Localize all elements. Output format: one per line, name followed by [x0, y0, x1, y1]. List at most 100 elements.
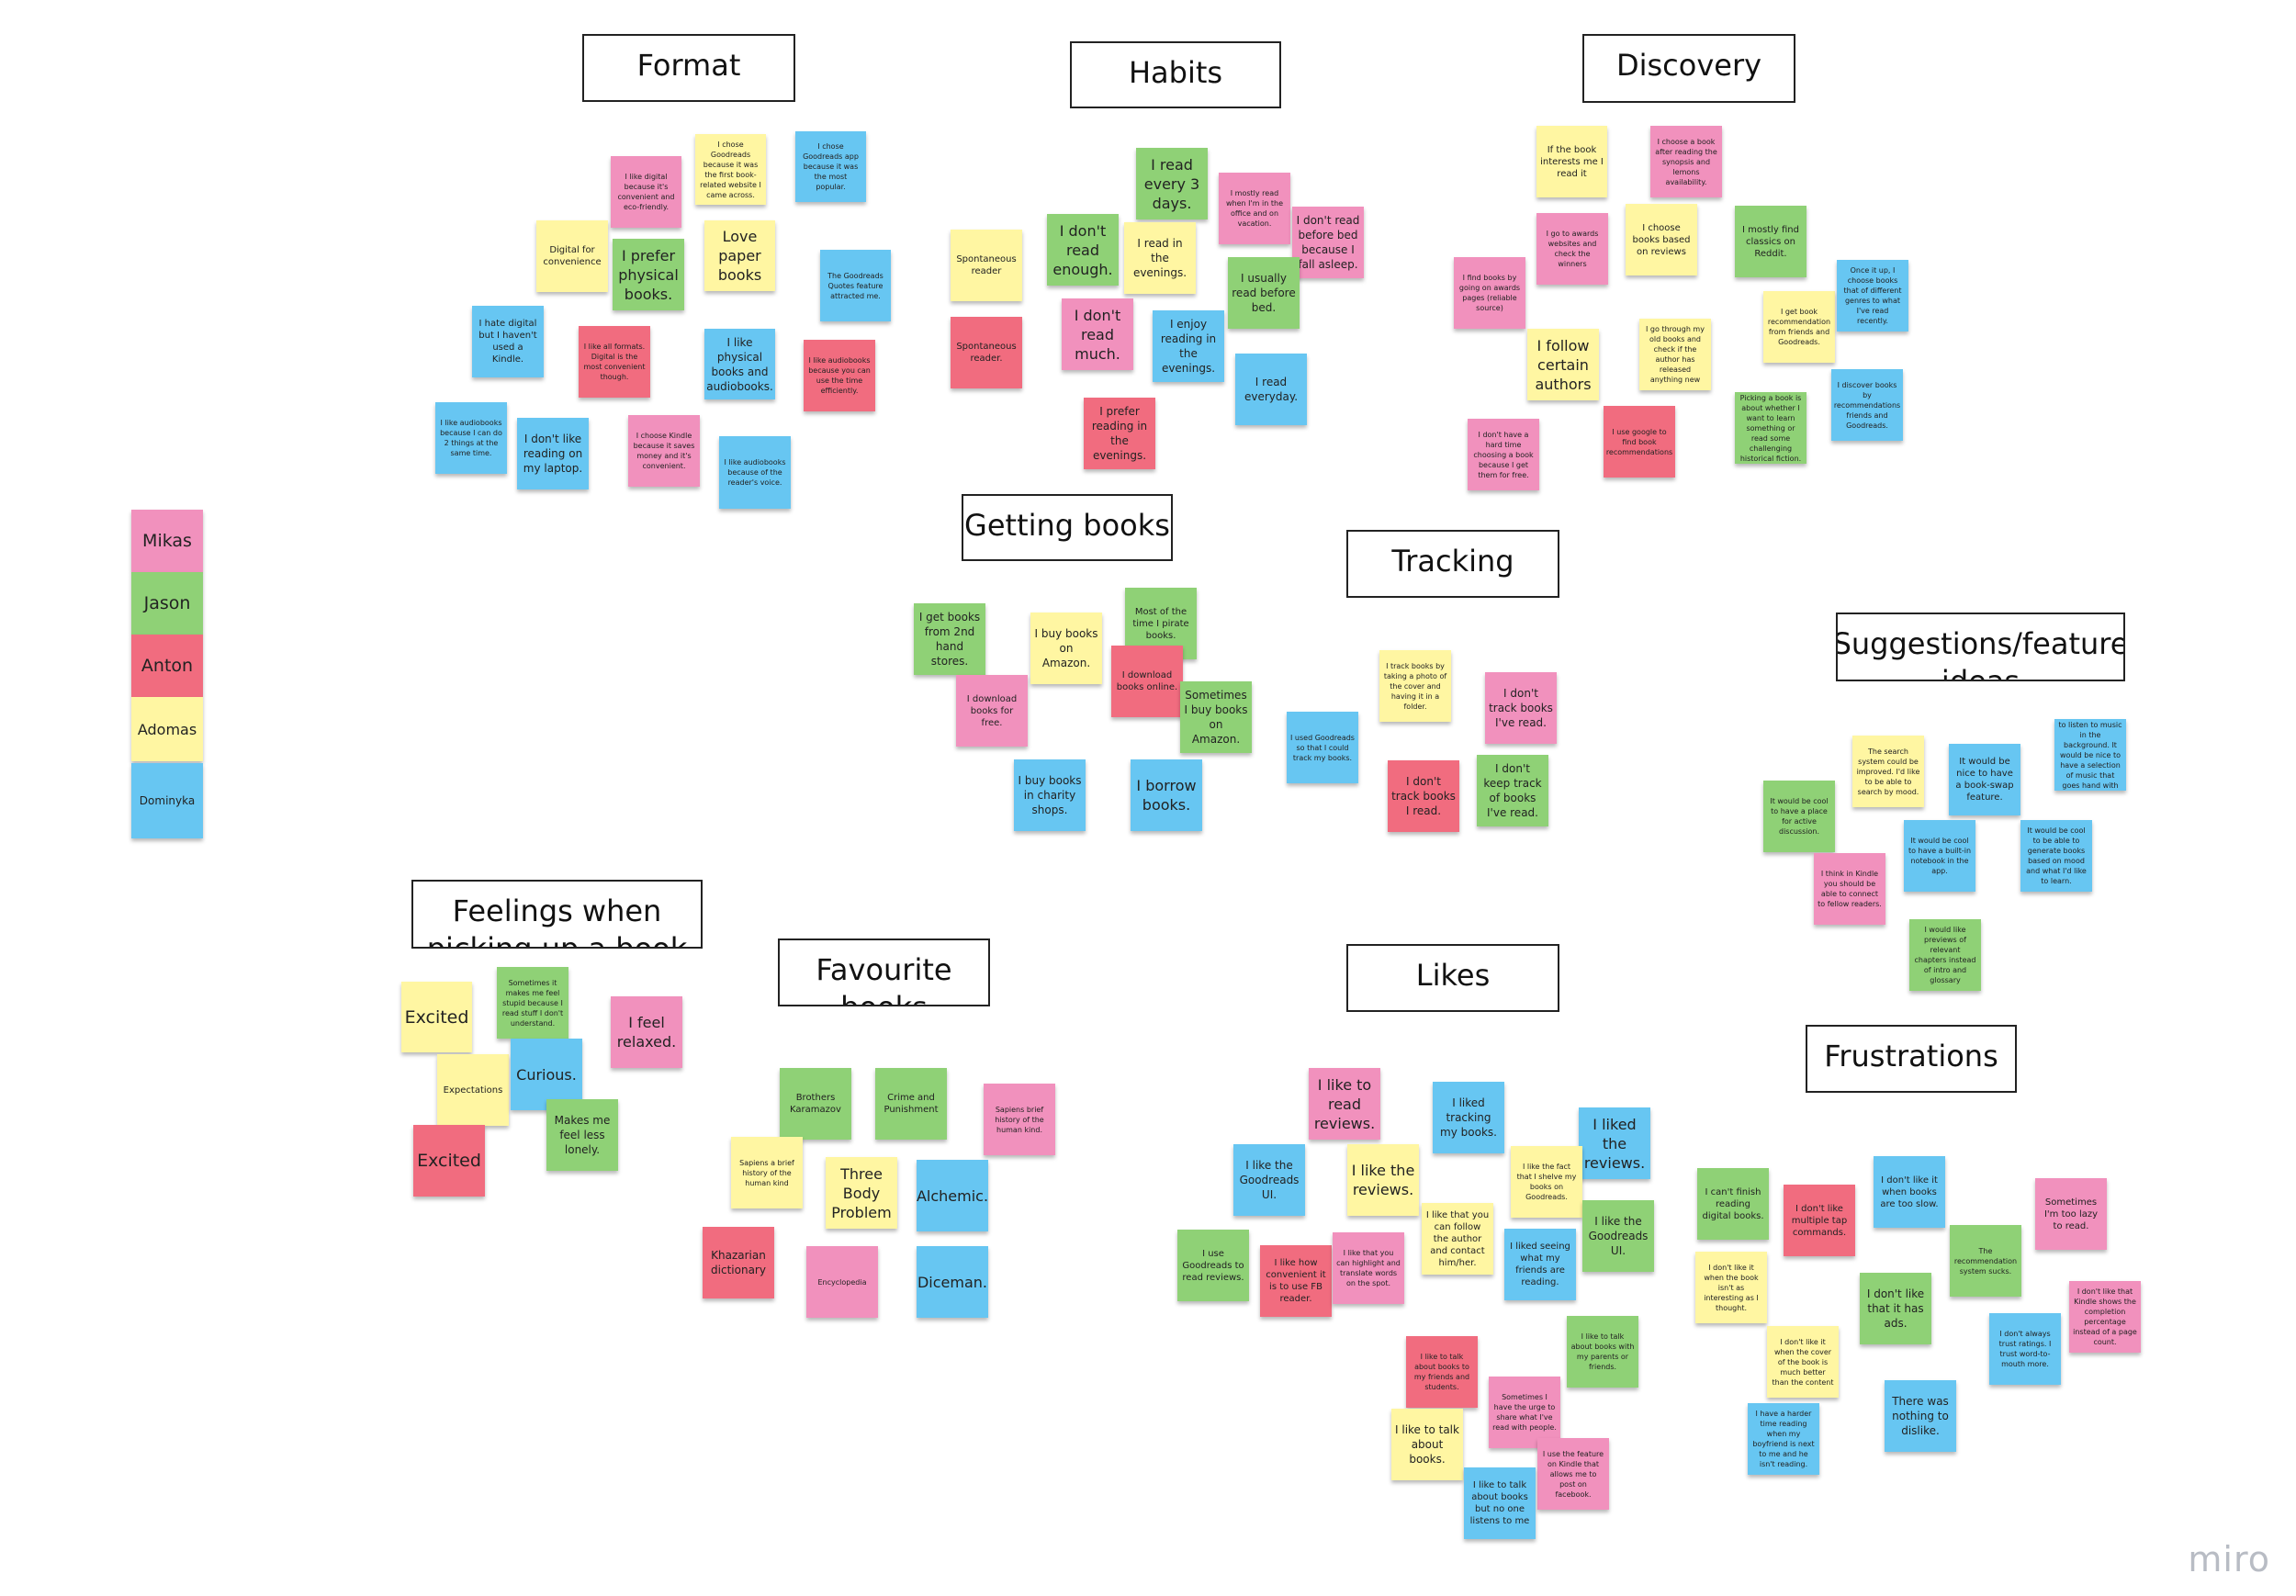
frame-feelings[interactable]: Feelings when picking up a book [411, 880, 703, 949]
sticky-note[interactable]: I have a harder time reading when my boy… [1748, 1403, 1819, 1475]
sticky-note[interactable]: I like digital because it's convenient a… [611, 156, 681, 228]
sticky-note[interactable]: I like how convenient it is to use FB re… [1260, 1245, 1332, 1317]
sticky-note[interactable]: I like to talk about books with my paren… [1567, 1316, 1638, 1388]
sticky-note[interactable]: I follow certain authors [1527, 329, 1599, 400]
sticky-note[interactable]: I don't like multiple tap commands. [1784, 1185, 1855, 1256]
sticky-note[interactable]: I choose a book after reading the synops… [1650, 126, 1722, 197]
sticky-note[interactable]: I like that you can follow the author an… [1422, 1203, 1493, 1275]
sticky-note[interactable]: I mostly read when I'm in the office and… [1219, 173, 1290, 244]
sticky-note[interactable]: I like to talk about books to my friends… [1406, 1336, 1478, 1408]
sticky-note[interactable]: I don't like that it has ads. [1860, 1273, 1931, 1344]
sticky-note[interactable]: I don't keep track of books I've read. [1477, 755, 1548, 826]
sticky-note[interactable]: I prefer physical books. [613, 239, 684, 310]
sticky-note[interactable]: I like the fact that I shelve my books o… [1511, 1146, 1582, 1218]
sticky-note[interactable]: I get book recommendation from friends a… [1763, 291, 1835, 363]
frame-getting-books[interactable]: Getting books [962, 494, 1173, 561]
sticky-note[interactable]: I like the Goodreads UI. [1233, 1144, 1305, 1216]
sticky-note[interactable]: I use google to find book recommendation… [1604, 406, 1675, 478]
frame-tracking[interactable]: Tracking [1346, 530, 1559, 598]
sticky-note[interactable]: Alchemic. [917, 1160, 988, 1231]
sticky-note[interactable]: Picking a book is about whether I want t… [1735, 392, 1806, 464]
sticky-note[interactable]: Once it up, I choose books that of diffe… [1837, 260, 1908, 332]
sticky-note[interactable]: I like audiobooks because of the reader'… [719, 436, 791, 509]
sticky-note[interactable]: I like all formats. Digital is the most … [579, 326, 650, 398]
sticky-note[interactable]: I like to read reviews. [1309, 1068, 1380, 1140]
sticky-note[interactable]: Sapiens brief history of the human kind. [984, 1084, 1055, 1155]
sticky-note[interactable]: I chose Goodreads app because it was the… [795, 131, 866, 202]
sticky-note[interactable]: Brothers Karamazov [780, 1068, 851, 1140]
sticky-note[interactable]: I get books from 2nd hand stores. [914, 603, 985, 675]
sticky-note[interactable]: I enjoy reading in the evenings. [1153, 310, 1224, 382]
sticky-note[interactable]: I go through my old books and check if t… [1639, 319, 1711, 390]
sticky-note[interactable]: Excited [413, 1125, 485, 1197]
sticky-note[interactable]: I read every 3 days. [1136, 148, 1208, 219]
sticky-note[interactable]: Digital for convenience [536, 220, 608, 292]
legend-dominyka[interactable]: Dominyka [131, 763, 203, 838]
sticky-note[interactable]: Spontaneous reader. [951, 317, 1022, 388]
sticky-note[interactable]: I like audiobooks because I can do 2 thi… [435, 402, 507, 474]
sticky-note[interactable]: I like to talk about books. [1391, 1409, 1463, 1480]
frame-likes[interactable]: Likes [1346, 944, 1559, 1012]
sticky-note[interactable]: I don't read much. [1062, 298, 1133, 370]
frame-discovery[interactable]: Discovery [1582, 34, 1795, 103]
sticky-note[interactable]: I hate digital but I haven't used a Kind… [472, 306, 544, 377]
sticky-note[interactable]: I don't have a hard time choosing a book… [1468, 419, 1539, 490]
legend-anton[interactable]: Anton [131, 635, 203, 697]
sticky-note[interactable]: I use the feature on Kindle that allows … [1537, 1438, 1609, 1510]
sticky-note[interactable]: It would be nice to have a book-swap fea… [1949, 744, 2020, 815]
sticky-note[interactable]: I choose books based on reviews [1626, 204, 1697, 275]
sticky-note[interactable]: I discover books by recommendations frie… [1831, 369, 1903, 441]
legend-jason[interactable]: Jason [131, 572, 203, 635]
sticky-note[interactable]: I download books online. [1111, 646, 1183, 717]
frame-suggestions[interactable]: Suggestions/feature ideas [1836, 613, 2125, 681]
sticky-note[interactable]: Some people like to listen to music in t… [2054, 719, 2126, 791]
sticky-note[interactable]: It would be cool to have a place for act… [1763, 781, 1835, 852]
sticky-note[interactable]: I usually read before bed. [1228, 257, 1300, 329]
frame-format[interactable]: Format [582, 34, 795, 102]
sticky-note[interactable]: I chose Goodreads because it was the fir… [695, 134, 766, 205]
sticky-note[interactable]: If the book interests me I read it [1536, 126, 1607, 197]
sticky-note[interactable]: I think in Kindle you should be able to … [1814, 853, 1885, 925]
sticky-note[interactable]: I don't read before bed because I fall a… [1292, 207, 1364, 278]
sticky-note[interactable]: I can't finish reading digital books. [1697, 1168, 1769, 1240]
frame-favourite-books[interactable]: Favourite books [778, 938, 990, 1006]
sticky-note[interactable]: The recommendation system sucks. [1950, 1225, 2021, 1297]
sticky-note[interactable]: Makes me feel less lonely. [546, 1099, 618, 1171]
sticky-note[interactable]: I don't track books I've read. [1485, 672, 1557, 744]
sticky-note[interactable]: I don't like it when the cover of the bo… [1767, 1326, 1839, 1398]
sticky-note[interactable]: I feel relaxed. [611, 996, 682, 1068]
sticky-note[interactable]: I liked seeing what my friends are readi… [1504, 1229, 1576, 1300]
sticky-note[interactable]: Sometimes it makes me feel stupid becaus… [497, 967, 568, 1039]
sticky-note[interactable]: I download books for free. [956, 675, 1028, 747]
sticky-note[interactable]: Sometimes I have the urge to share what … [1489, 1377, 1560, 1448]
sticky-note[interactable]: I buy books on Amazon. [1030, 613, 1102, 684]
legend-mikas[interactable]: Mikas [131, 510, 203, 572]
sticky-note[interactable]: I like physical books and audiobooks. [704, 329, 775, 399]
sticky-note[interactable]: Sometimes I'm too lazy to read. [2035, 1178, 2107, 1250]
sticky-note[interactable]: I don't always trust ratings. I trust wo… [1989, 1313, 2061, 1385]
sticky-note[interactable]: The search system could be improved. I'd… [1852, 736, 1924, 807]
sticky-note[interactable]: It would be cool to be able to generate … [2020, 820, 2092, 892]
sticky-note[interactable]: I find books by going on awards pages (r… [1454, 257, 1525, 329]
sticky-note[interactable]: I don't track books I read. [1388, 760, 1459, 832]
sticky-note[interactable]: Excited [401, 982, 472, 1052]
sticky-note[interactable]: I don't read enough. [1047, 214, 1119, 286]
sticky-note[interactable]: I track books by taking a photo of the c… [1379, 650, 1451, 722]
sticky-note[interactable]: Spontaneous reader [951, 230, 1022, 301]
sticky-note[interactable]: Khazarian dictionary [703, 1227, 774, 1298]
sticky-note[interactable]: I read everyday. [1235, 354, 1307, 425]
sticky-note[interactable]: I like audiobooks because you can use th… [804, 340, 875, 411]
sticky-note[interactable]: The Goodreads Quotes feature attracted m… [820, 250, 891, 321]
sticky-note[interactable]: I don't like that Kindle shows the compl… [2069, 1281, 2141, 1353]
sticky-note[interactable]: I like the Goodreads UI. [1582, 1200, 1654, 1272]
sticky-note[interactable]: I like to talk about books but no one li… [1464, 1467, 1536, 1539]
sticky-note[interactable]: I buy books in charity shops. [1014, 759, 1086, 831]
sticky-note[interactable]: Three Body Problem [826, 1157, 897, 1229]
sticky-note[interactable]: I like the reviews. [1347, 1144, 1419, 1216]
sticky-note[interactable]: Sapiens a brief history of the human kin… [731, 1137, 803, 1208]
sticky-note[interactable]: I don't like it when books are too slow. [1874, 1156, 1945, 1228]
sticky-note[interactable]: It would be cool to have a built-in note… [1904, 820, 1975, 892]
sticky-note[interactable]: Sometimes I buy books on Amazon. [1180, 681, 1252, 753]
sticky-note[interactable]: Diceman. [917, 1246, 988, 1318]
